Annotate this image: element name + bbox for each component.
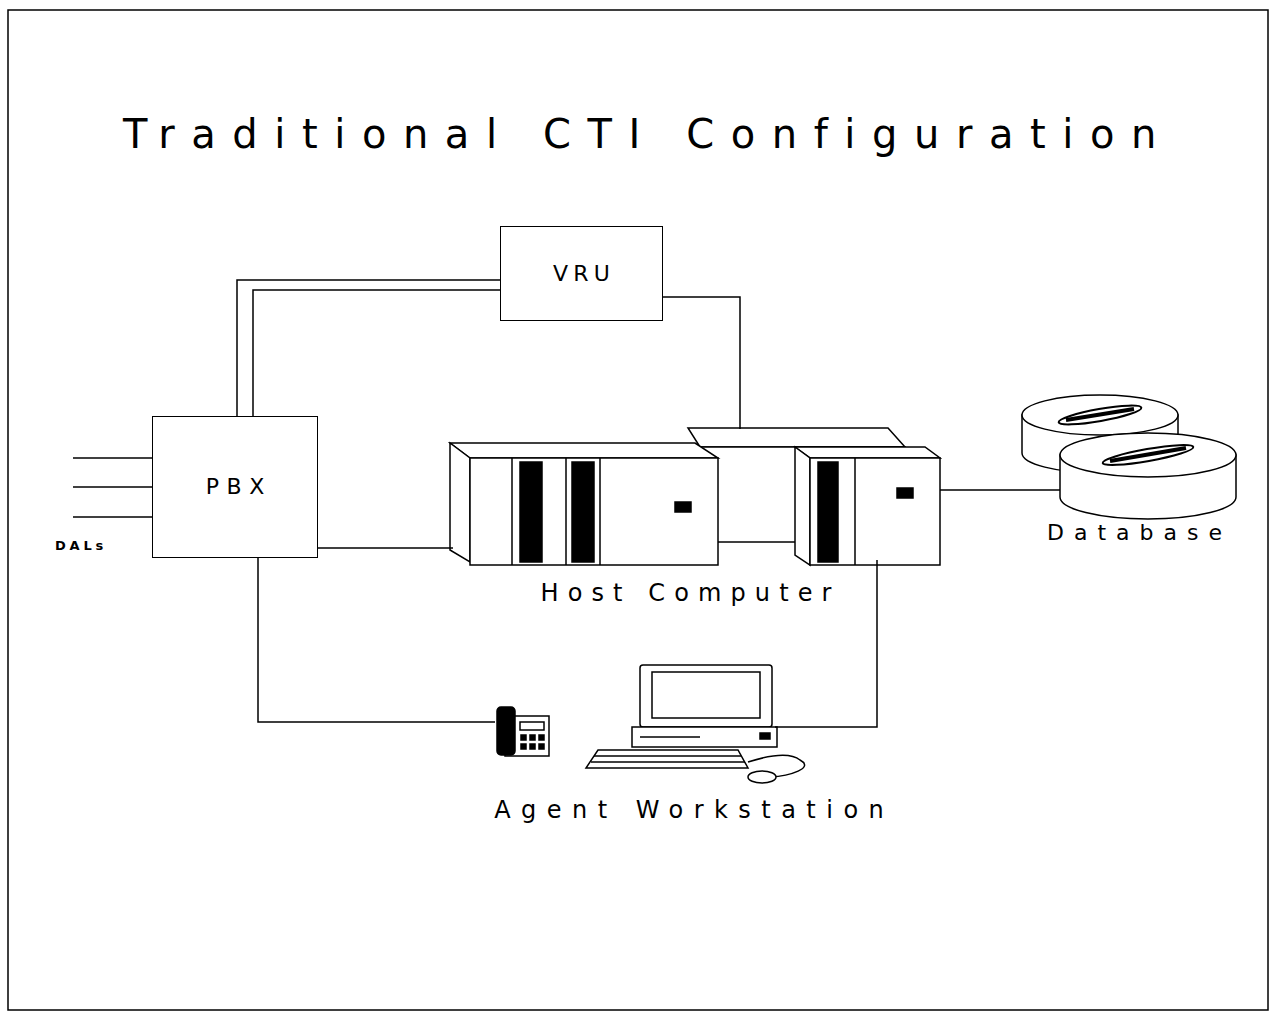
- computer-symbol-part: [748, 771, 776, 783]
- computer-symbol: [586, 665, 805, 783]
- telephone-symbol-part: [530, 735, 535, 740]
- mainframe-symbol-part: [565, 458, 567, 565]
- dal-lines-part: [73, 516, 152, 518]
- mainframe-symbol-part: [511, 458, 513, 565]
- connector-path: [237, 280, 500, 416]
- mainframe-symbol-part: [854, 458, 856, 565]
- mainframe-symbol-part: [688, 428, 905, 447]
- disk-symbol-part: [1066, 409, 1134, 420]
- dal-lines-part: [73, 457, 152, 459]
- mainframe-symbol-part: [795, 447, 810, 565]
- connector-path: [253, 290, 500, 416]
- mainframe-symbol-part: [470, 458, 718, 565]
- dal-lines: [73, 458, 152, 517]
- node-caption: Host Computer: [541, 580, 841, 608]
- mainframe-symbol-part: [810, 458, 940, 565]
- mainframe-symbol-part: [795, 447, 940, 458]
- mainframe-symbol-part: [450, 443, 470, 562]
- computer-symbol-part: [591, 761, 745, 763]
- mainframe-symbol-part: [450, 443, 718, 458]
- computer-symbol-part: [640, 665, 772, 727]
- disk-symbol-part: [1110, 448, 1186, 461]
- unit-box: PBX: [152, 416, 318, 558]
- database-node: Database: [1015, 395, 1250, 545]
- computer-symbol-part: [586, 750, 748, 768]
- trunk-label: DALs: [55, 538, 107, 553]
- connector-line: [940, 490, 1060, 491]
- dal-lines-part: [73, 486, 152, 488]
- mainframe-symbol-part: [675, 502, 691, 512]
- disk-symbol-part: [1102, 441, 1195, 469]
- telephone-symbol: [497, 707, 549, 756]
- telephone-symbol-part: [539, 744, 544, 749]
- connector-path: [663, 297, 740, 429]
- computer-symbol-part: [760, 733, 770, 739]
- telephone-symbol-part: [497, 707, 515, 755]
- mainframe-symbol-part: [520, 462, 542, 562]
- connector-line: [258, 558, 495, 722]
- computer-symbol-part: [594, 755, 741, 757]
- frame-border: [8, 10, 1268, 1010]
- mainframe-symbol-part: [897, 488, 913, 498]
- connector-line: [237, 280, 500, 416]
- node-caption: Database: [1047, 520, 1232, 545]
- node-caption: Agent Workstation: [494, 797, 894, 825]
- mainframe-symbol-part: [572, 462, 594, 562]
- box-label: VRU: [553, 261, 615, 286]
- mainframe-symbol-part: [818, 462, 838, 562]
- connector-line: [318, 548, 453, 549]
- computer-symbol-part: [652, 672, 760, 718]
- computer-symbol-part: [632, 727, 777, 747]
- disk-symbol: [1022, 395, 1236, 519]
- mainframe-symbol-part: [599, 458, 601, 565]
- mainframe-symbol: [450, 428, 940, 565]
- unit-box: VRU: [500, 226, 663, 321]
- telephone-symbol-part: [521, 735, 526, 740]
- workstation-node: Agent Workstation: [480, 660, 904, 825]
- telephone-symbol-part: [520, 722, 544, 730]
- connector-path: [318, 547, 453, 549]
- telephone-symbol-part: [530, 744, 535, 749]
- connector-path: [940, 489, 1060, 491]
- box-label: PBX: [206, 474, 272, 499]
- disk-symbol-part: [1058, 402, 1143, 428]
- telephone-symbol-part: [521, 744, 526, 749]
- diagram-title: Traditional CTI Configuration: [123, 112, 1173, 156]
- mainframe-node: Host Computer: [450, 428, 940, 608]
- computer-symbol-part: [640, 736, 700, 738]
- connector-line: [663, 297, 740, 429]
- disk-symbol-part: [1022, 395, 1178, 435]
- connector-path: [258, 558, 495, 722]
- telephone-symbol-part: [539, 735, 544, 740]
- disk-symbol-part: [1060, 433, 1236, 477]
